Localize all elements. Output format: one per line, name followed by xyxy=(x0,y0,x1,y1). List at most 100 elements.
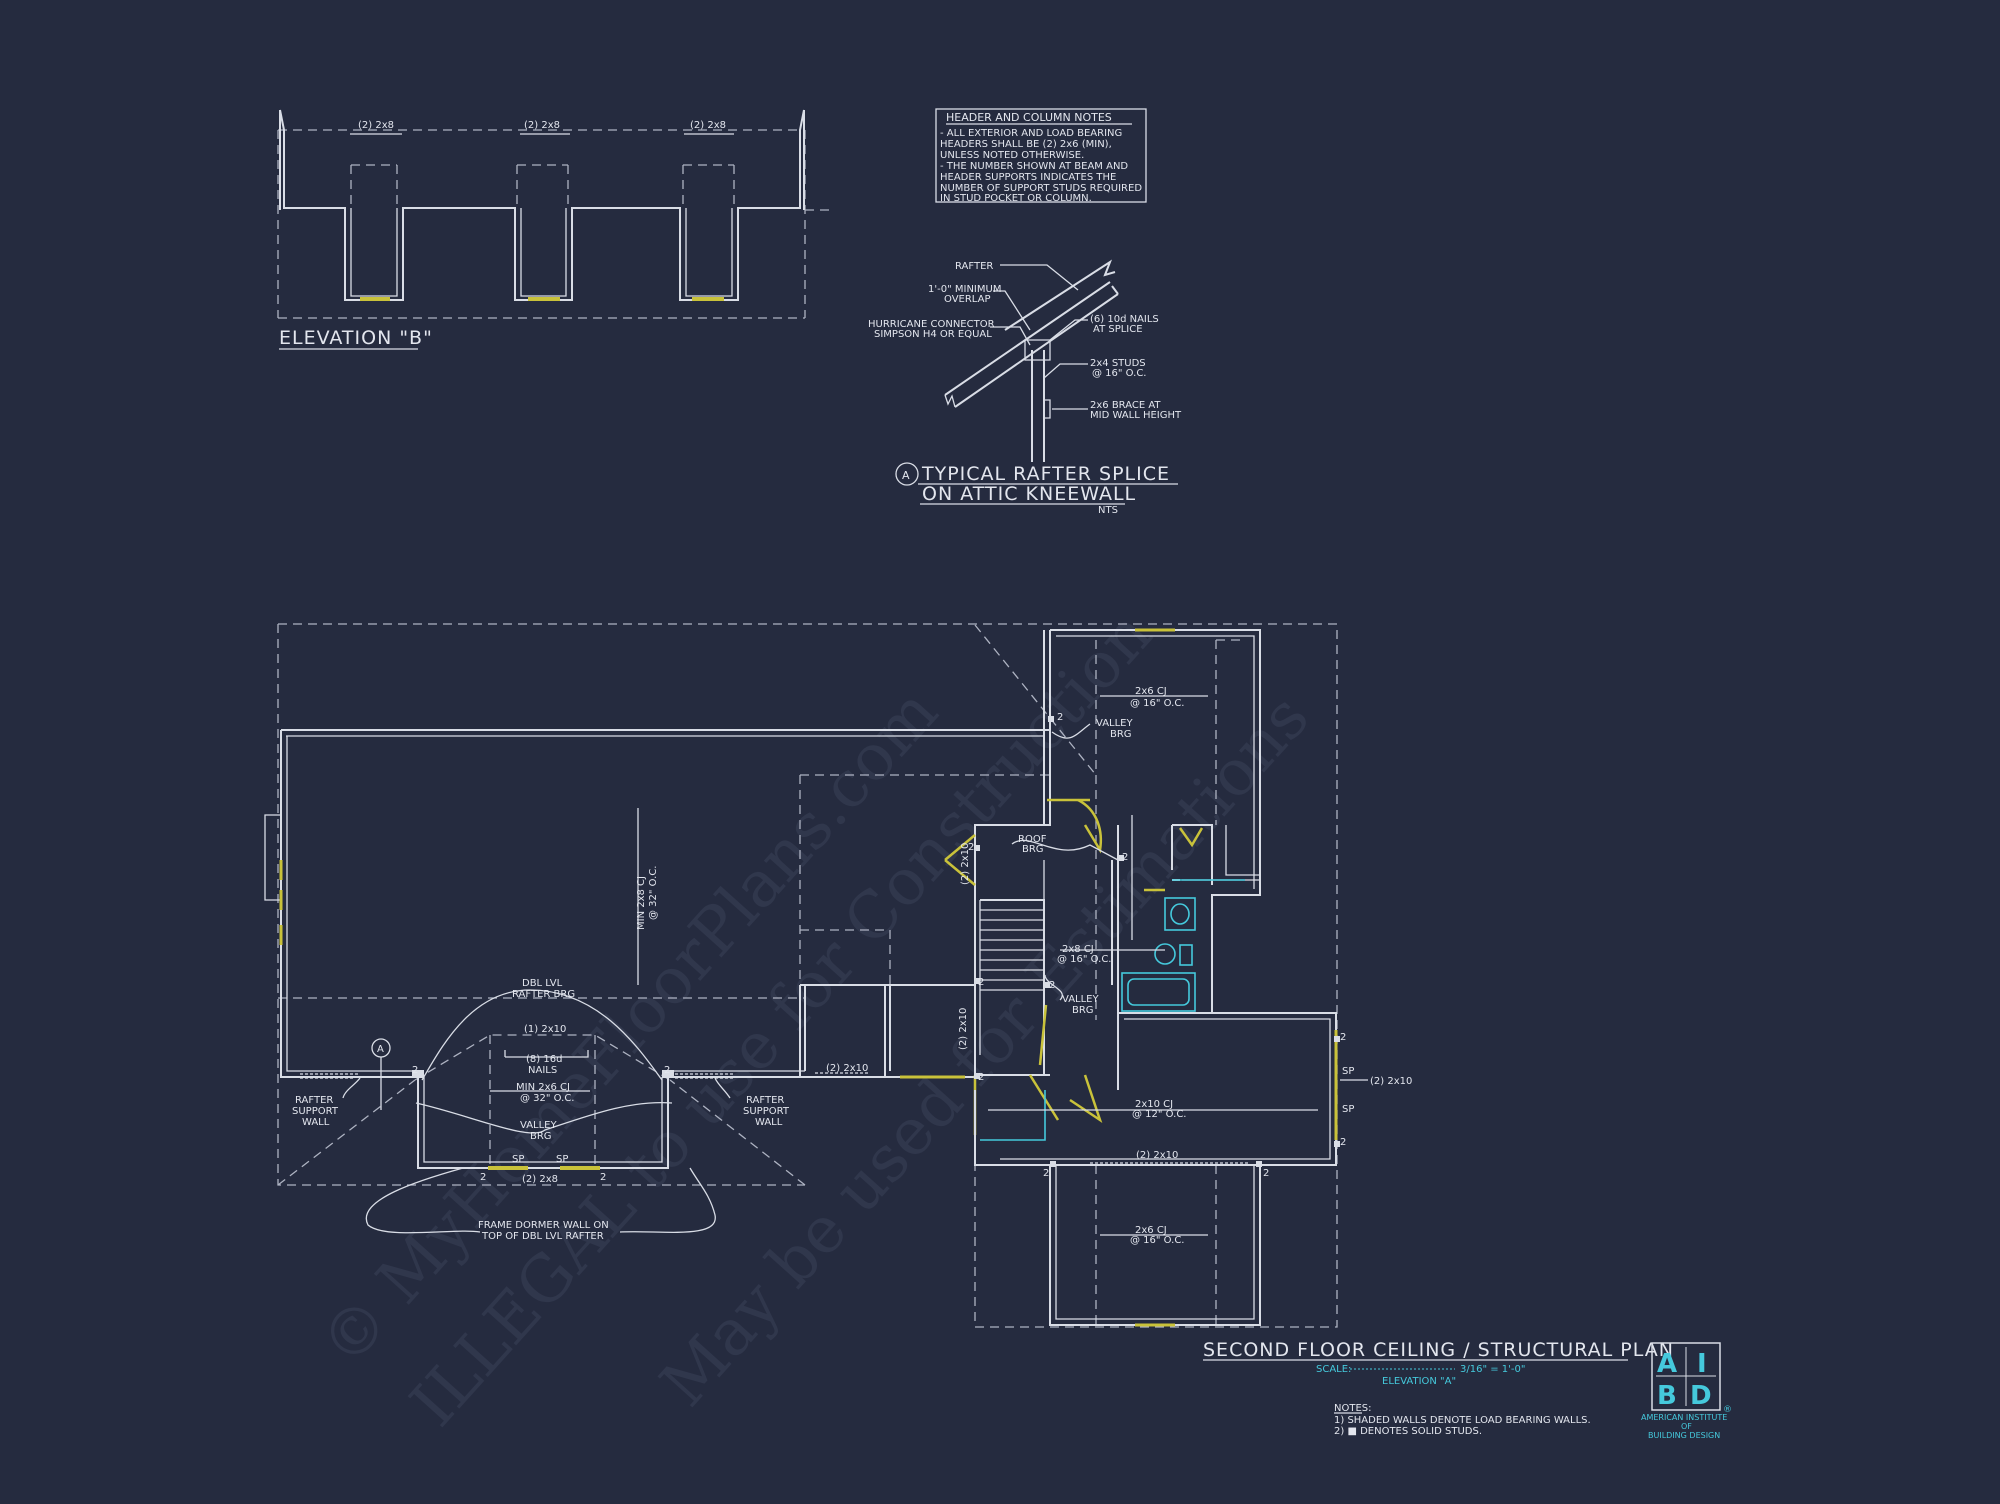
logo-name-3: BUILDING DESIGN xyxy=(1648,1431,1720,1440)
splice-bubble: A xyxy=(902,469,910,482)
label-cj-mid-1: 2x8 CJ xyxy=(1062,944,1094,955)
stud-count: 2 xyxy=(978,1072,984,1083)
header-note-line-1: - ALL EXTERIOR AND LOAD BEARING xyxy=(940,128,1122,139)
label-sp-1: SP xyxy=(512,1154,524,1165)
stud-count: 2 xyxy=(600,1172,606,1183)
watermark-line-1: © MyHomeFloorPlans.com xyxy=(307,675,953,1380)
logo-letter-b: B xyxy=(1657,1381,1677,1411)
label-frame-1: FRAME DORMER WALL ON xyxy=(478,1220,609,1231)
label-nails-2: NAILS xyxy=(528,1065,557,1076)
label-valley-top-1: VALLEY xyxy=(1096,718,1134,729)
header-note-line-7: IN STUD POCKET OR COLUMN. xyxy=(940,193,1092,204)
logo-letter-a: A xyxy=(1657,1349,1677,1379)
label-hdr-2x8: (2) 2x8 xyxy=(522,1174,558,1185)
label-rsw-left-3: WALL xyxy=(302,1117,330,1128)
header-note-line-5: HEADER SUPPORTS INDICATES THE xyxy=(940,172,1116,183)
header-notes-title: HEADER AND COLUMN NOTES xyxy=(946,111,1112,124)
label-rsw-left-1: RAFTER xyxy=(295,1095,333,1106)
stud-count: 2 xyxy=(664,1065,670,1076)
scale-value: 3/16" = 1'-0" xyxy=(1460,1364,1525,1375)
stud-count: 2 xyxy=(1049,980,1055,991)
label-sp-right-1: SP xyxy=(1342,1066,1354,1077)
logo-letter-i: I xyxy=(1697,1349,1707,1379)
elev-b-header-2: (2) 2x8 xyxy=(524,120,560,131)
solid-studs xyxy=(974,716,1340,1167)
splice-scale: NTS xyxy=(1098,505,1118,516)
label-rsw-left-2: SUPPORT xyxy=(292,1106,339,1117)
label-valley-c-2: BRG xyxy=(530,1131,552,1142)
stud-counts: 2 2 2 2 2 2 2 2 2 2 2 2 2 2 xyxy=(412,712,1346,1183)
label-min-2x6-1: MIN 2x6 CJ xyxy=(516,1082,570,1093)
notes-title: NOTES: xyxy=(1334,1403,1372,1414)
label-rsw-right-2: SUPPORT xyxy=(743,1106,790,1117)
label-cj-low-1: 2x10 CJ xyxy=(1135,1099,1173,1110)
label-valley-c-1: VALLEY xyxy=(520,1120,558,1131)
logo-letter-d: D xyxy=(1690,1381,1712,1411)
label-rsw-right-3: WALL xyxy=(755,1117,783,1128)
label-hdr-right: (2) 2x10 xyxy=(1370,1076,1412,1087)
label-left-hdr: (2) 2x10 xyxy=(960,843,971,885)
elev-b-header-1: (2) 2x8 xyxy=(358,120,394,131)
stud-count: 2 xyxy=(1263,1168,1269,1179)
label-cj-bot-2: @ 16" O.C. xyxy=(1130,1235,1185,1246)
plan-detail-bubble: A xyxy=(377,1044,384,1055)
label-min-cj-2: @ 32" O.C. xyxy=(648,866,659,921)
header-note-line-2: HEADERS SHALL BE (2) 2x6 (MIN), xyxy=(940,139,1112,150)
label-dbl-lvl-1: DBL LVL xyxy=(522,978,563,989)
splice-label-studs-1: 2x4 STUDS xyxy=(1090,358,1146,369)
label-sp-right-2: SP xyxy=(1342,1104,1354,1115)
logo-registered-mark: ® xyxy=(1723,1405,1732,1415)
stair xyxy=(979,860,1045,1055)
note-2: 2) ■ DENOTES SOLID STUDS. xyxy=(1334,1426,1482,1437)
elevation-label: ELEVATION "A" xyxy=(1382,1376,1456,1387)
header-notes-box: HEADER AND COLUMN NOTES - ALL EXTERIOR A… xyxy=(935,108,1147,204)
stud-count: 2 xyxy=(1340,1032,1346,1043)
elevation-b: (2) 2x8 (2) 2x8 (2) 2x8 ELEVATION "B" xyxy=(277,109,835,350)
label-roof-brg-2: BRG xyxy=(1022,844,1044,855)
rafter-splice-detail: RAFTER 1'-0" MINIMUM OVERLAP HURRICANE C… xyxy=(868,259,1182,516)
note-1: 1) SHADED WALLS DENOTE LOAD BEARING WALL… xyxy=(1334,1415,1591,1426)
stud-count: 2 xyxy=(480,1172,486,1183)
logo-name-2: OF xyxy=(1681,1422,1692,1431)
label-min-cj-1: MIN 2x8 CJ xyxy=(636,876,647,930)
label-cj-top-1: 2x6 CJ xyxy=(1135,686,1167,697)
scale-label: SCALE: xyxy=(1316,1364,1351,1375)
label-hdr-mid: (2) 2x10 xyxy=(826,1063,868,1074)
bath-fixtures xyxy=(1121,897,1196,1012)
label-cj-bot-1: 2x6 CJ xyxy=(1135,1225,1167,1236)
splice-title-1: TYPICAL RAFTER SPLICE xyxy=(921,463,1170,485)
label-cj-top-2: @ 16" O.C. xyxy=(1130,698,1185,709)
stud-count: 2 xyxy=(968,842,974,853)
elev-b-title: ELEVATION "B" xyxy=(279,327,433,349)
floor-plan: 2x6 CJ @ 16" O.C. VALLEY BRG MIN 2x8 CJ … xyxy=(264,623,1412,1328)
label-stair-hdr: (2) 2x10 xyxy=(958,1008,969,1050)
label-hdr-bottom: (2) 2x10 xyxy=(1136,1150,1178,1161)
splice-label-studs-2: @ 16" O.C. xyxy=(1092,368,1147,379)
label-valley-top-2: BRG xyxy=(1110,729,1132,740)
elev-b-header-3: (2) 2x8 xyxy=(690,120,726,131)
label-rsw-right-1: RAFTER xyxy=(746,1095,784,1106)
label-nails-1: (8) 16d xyxy=(526,1054,562,1065)
label-valley-mid-2: BRG xyxy=(1072,1005,1094,1016)
splice-label-overlap-1: 1'-0" MINIMUM xyxy=(928,284,1001,295)
header-note-line-6: NUMBER OF SUPPORT STUDS REQUIRED xyxy=(940,183,1142,194)
splice-label-brace-1: 2x6 BRACE AT xyxy=(1090,400,1161,411)
stud-count: 2 xyxy=(412,1065,418,1076)
plan-title: SECOND FLOOR CEILING / STRUCTURAL PLAN xyxy=(1203,1339,1674,1361)
stud-count: 2 xyxy=(978,977,984,988)
stud-count: 2 xyxy=(1057,712,1063,723)
splice-label-hurricane-1: HURRICANE CONNECTOR xyxy=(868,319,995,330)
stud-count: 2 xyxy=(1340,1137,1346,1148)
splice-label-nails-1: (6) 10d NAILS xyxy=(1090,314,1159,325)
header-note-line-4: - THE NUMBER SHOWN AT BEAM AND xyxy=(940,161,1128,172)
splice-label-hurricane-2: SIMPSON H4 OR EQUAL xyxy=(874,329,992,340)
stud-count: 2 xyxy=(1043,1168,1049,1179)
plan-title-block: SECOND FLOOR CEILING / STRUCTURAL PLAN S… xyxy=(1203,1339,1674,1437)
logo-name-1: AMERICAN INSTITUTE xyxy=(1641,1413,1727,1422)
splice-label-brace-2: MID WALL HEIGHT xyxy=(1090,410,1182,421)
header-note-line-3: UNLESS NOTED OTHERWISE. xyxy=(940,150,1084,161)
label-roof-brg-1: ROOF xyxy=(1018,834,1047,845)
label-sp-2: SP xyxy=(556,1154,568,1165)
label-cj-mid-2: @ 16" O.C. xyxy=(1057,954,1112,965)
